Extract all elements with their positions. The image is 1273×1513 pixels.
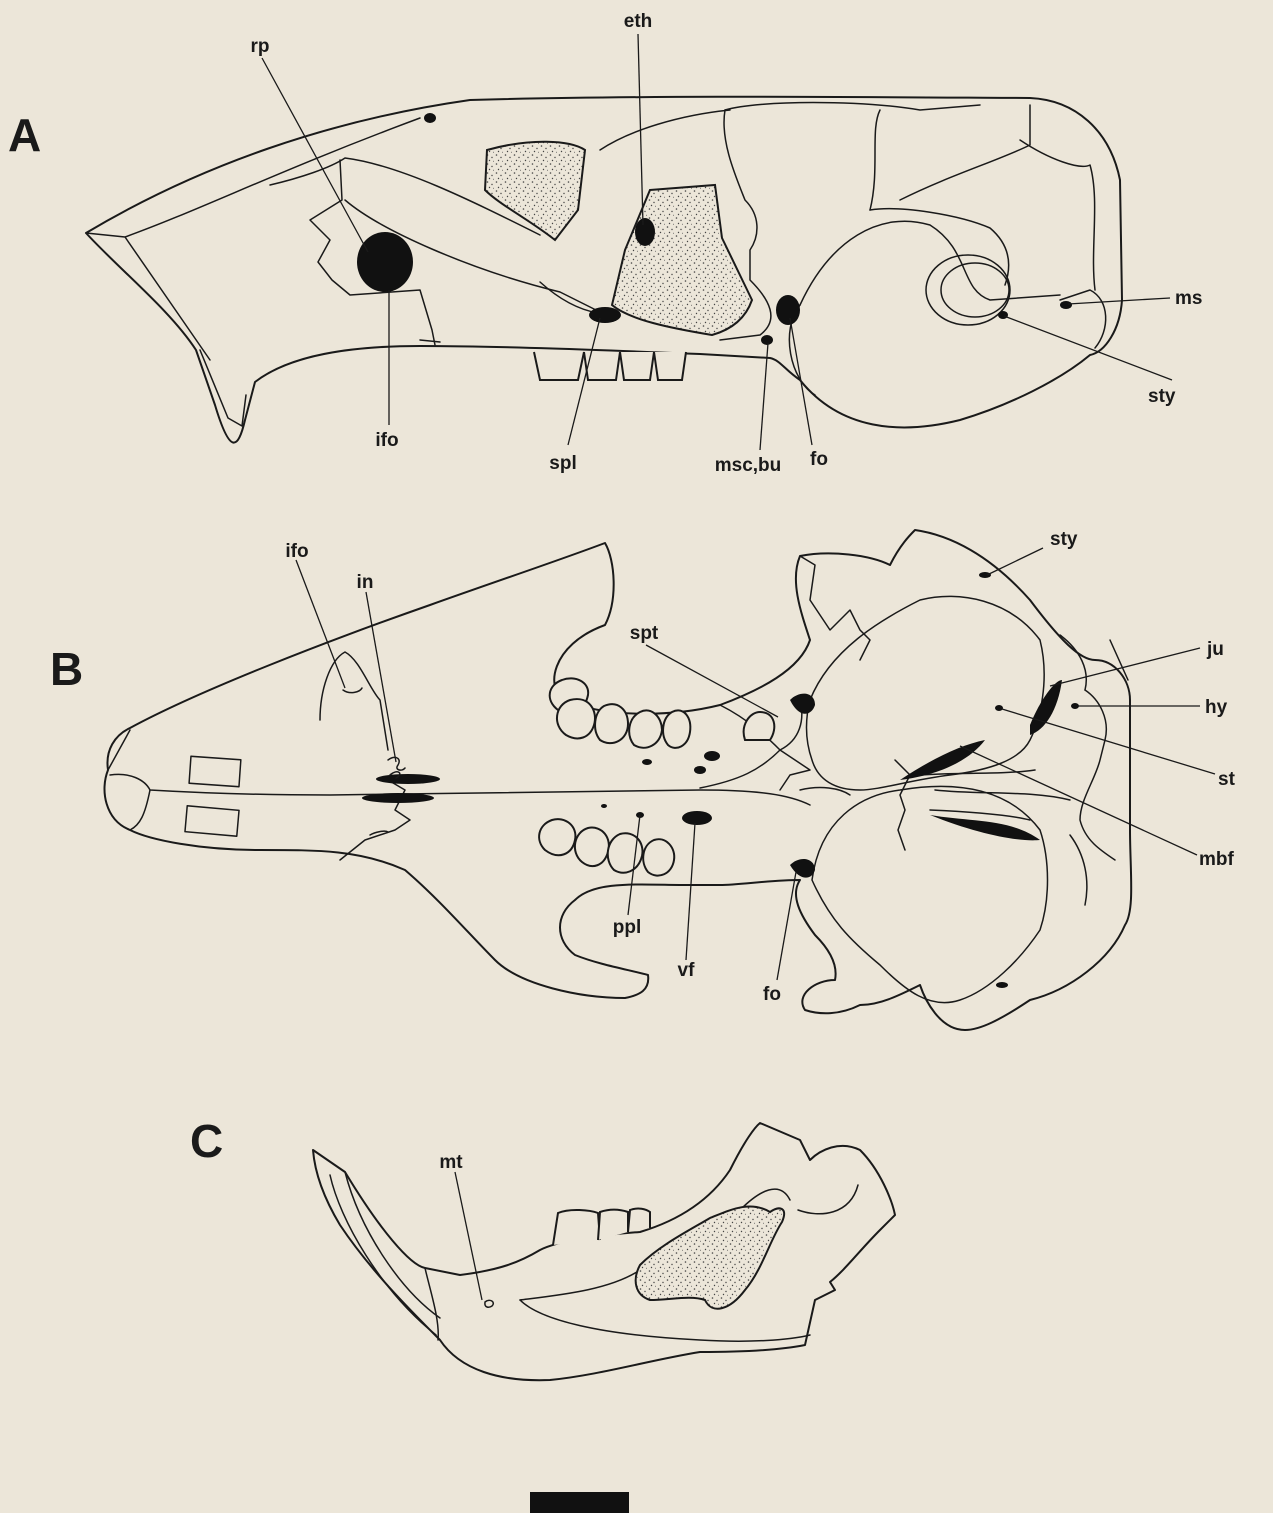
ventral-foramina (362, 572, 1079, 988)
upper-molar-row-lateral (534, 352, 686, 380)
label-fo-a: fo (810, 449, 828, 470)
panel-a: A (8, 11, 1202, 476)
label-rp: rp (251, 36, 270, 57)
lower-molar-row (553, 1209, 650, 1245)
skull-lateral-outline (86, 97, 1122, 443)
label-mt: mt (439, 1152, 463, 1173)
skull-ventral-outline (104, 530, 1131, 1030)
label-st: st (1218, 769, 1236, 790)
label-in: in (357, 572, 374, 593)
label-vf: vf (678, 960, 696, 981)
label-ms: ms (1175, 288, 1202, 309)
panel-c: C mt (190, 1115, 895, 1380)
panel-b-leaders (296, 548, 1215, 980)
label-hy: hy (1205, 697, 1228, 718)
scale-bar (530, 1492, 629, 1513)
label-sty-b: sty (1050, 529, 1078, 550)
label-mbf: mbf (1199, 849, 1235, 870)
label-eth: eth (624, 11, 653, 32)
label-spl: spl (549, 453, 576, 474)
panel-c-letter: C (190, 1115, 223, 1167)
label-ju: ju (1206, 639, 1224, 660)
panel-a-letter: A (8, 109, 41, 161)
label-ppl: ppl (613, 917, 642, 938)
label-fo-b: fo (763, 984, 781, 1005)
upper-molar-row-ventral-left (539, 819, 674, 875)
label-spt: spt (630, 623, 659, 644)
mandible-stippled-area (636, 1206, 784, 1308)
label-msc-bu: msc,bu (715, 455, 782, 476)
panel-b: B (50, 529, 1236, 1030)
leader-mt (455, 1172, 482, 1300)
panel-b-letter: B (50, 643, 83, 695)
ethmoid-stippled-area (612, 185, 752, 335)
label-ifo-b: ifo (285, 541, 308, 562)
label-sty-a: sty (1148, 386, 1176, 407)
mandible-outline (313, 1123, 895, 1380)
orbital-stippled-area (485, 142, 585, 240)
label-ifo-a: ifo (375, 430, 398, 451)
incisor-sockets-ventral (185, 756, 241, 836)
